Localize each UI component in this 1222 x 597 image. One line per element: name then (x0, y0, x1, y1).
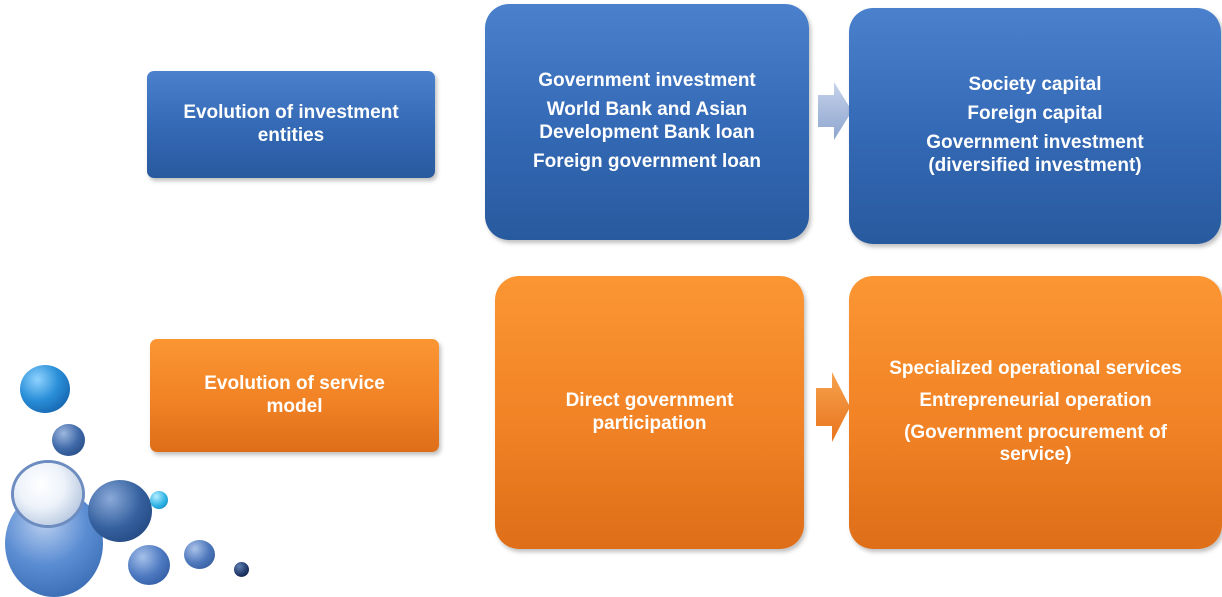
investment-to-line: Government investment (diversified inves… (926, 132, 1144, 176)
investment-to-line: Society capital (968, 74, 1102, 96)
arrow-right-icon (816, 372, 850, 442)
investment-to-line: Foreign capital (967, 103, 1103, 125)
bubble (234, 562, 249, 577)
service-from-box: Direct government participation (495, 276, 804, 549)
bubble (128, 545, 170, 585)
service-to-line: (Government procurement of service) (904, 421, 1167, 466)
service-from-line: Direct government participation (565, 389, 734, 434)
arrow-right-icon (818, 82, 852, 140)
service-label: Evolution of service model (204, 372, 385, 417)
investment-label-box: Evolution of investment entities (147, 71, 435, 178)
bubble (184, 540, 215, 569)
bubble (14, 463, 82, 525)
bubble (20, 365, 70, 413)
investment-label: Evolution of investment entities (183, 101, 399, 146)
service-to-line: Specialized operational services (889, 357, 1182, 379)
investment-from-box: Government investment World Bank and Asi… (485, 4, 809, 240)
bubble (52, 424, 85, 456)
service-to-line: Entrepreneurial operation (919, 389, 1152, 411)
service-to-box: Specialized operational services Entrepr… (849, 276, 1222, 549)
bubble (150, 491, 168, 509)
investment-from-line: World Bank and Asian Development Bank lo… (539, 99, 755, 143)
service-label-box: Evolution of service model (150, 339, 439, 452)
investment-from-line: Government investment (538, 70, 756, 92)
bubble (88, 480, 152, 542)
investment-to-box: Society capital Foreign capital Governme… (849, 8, 1221, 244)
investment-from-line: Foreign government loan (532, 150, 762, 172)
